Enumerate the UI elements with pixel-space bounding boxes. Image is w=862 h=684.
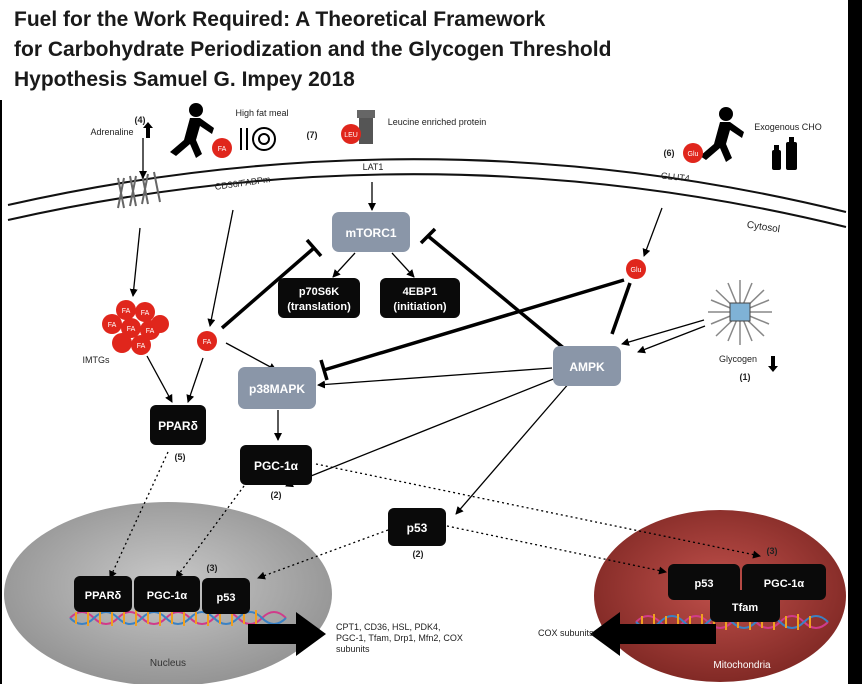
- label-n4: (4): [135, 115, 146, 125]
- imtg-fa-4: FA: [108, 322, 117, 329]
- membrane-outer: [7, 158, 847, 213]
- nuclear-pgc1a-label: PGC-1α: [147, 590, 188, 602]
- imtg-cluster: [102, 300, 169, 355]
- label-n3b: (3): [767, 546, 778, 556]
- pgc1a-node: [240, 445, 312, 485]
- label-n1: (1): [740, 372, 751, 382]
- title-panel: Fuel for the Work Required: A Theoretica…: [0, 0, 848, 100]
- label-n3a: (3): [207, 563, 218, 573]
- label-n2b: (2): [413, 549, 424, 559]
- membrane-inner: [7, 173, 847, 228]
- imtg-fa-6: FA: [137, 343, 146, 350]
- title-line-3: Hypothesis Samuel G. Impey 2018: [14, 68, 355, 91]
- protein-shaker-icon: [357, 110, 375, 144]
- label-genes-3: subunits: [336, 644, 370, 654]
- label-glut4: GLUT4: [660, 171, 690, 184]
- ppard-node: [150, 405, 206, 445]
- p70s6k-node: [278, 278, 360, 318]
- mito-pgc1a-label: PGC-1α: [764, 578, 805, 590]
- inhibition-lines: [220, 227, 632, 381]
- nuclear-p53-label: p53: [217, 592, 236, 604]
- fa-meal-text: FA: [218, 146, 227, 153]
- imtg-fa-1: FA: [122, 308, 131, 315]
- adrenergic-receptor-icon: [117, 171, 161, 209]
- nuclear-ppard-label: PPARδ: [85, 590, 122, 602]
- ampk-node: [553, 346, 621, 386]
- label-imtgs: IMTGs: [83, 355, 110, 365]
- glu-cytosol-marker: [626, 259, 646, 279]
- label-n6: (6): [664, 148, 675, 158]
- label-exogenous-cho: Exogenous CHO: [754, 122, 822, 132]
- glu-exo-text: Glu: [688, 151, 699, 158]
- mito-transcription-arrow: [590, 612, 716, 656]
- glycogenin-core: [729, 302, 751, 322]
- sports-drink-icon: [772, 137, 797, 170]
- label-cox-subunits: COX subunits: [538, 628, 594, 638]
- cutlery-plate-icon: [240, 127, 276, 151]
- mito-p53-label: p53: [695, 578, 714, 590]
- annotation-labels: (4) Adrenaline High fat meal (7) Leucine…: [83, 108, 822, 671]
- mtorc1-node: [332, 212, 410, 252]
- leu-marker: [341, 124, 361, 144]
- dotted-arrows: [109, 451, 761, 580]
- tfam-node: [710, 590, 780, 622]
- 4ebp1-node: [380, 278, 460, 318]
- nuclear-transcription-arrow: [248, 612, 326, 656]
- pgc1a-label: PGC-1α: [254, 459, 299, 473]
- nuclear-pgc1a-node: [134, 576, 200, 612]
- fa-meal-marker: [212, 138, 232, 158]
- label-mitochondria: Mitochondria: [713, 660, 771, 671]
- p53-node: [388, 508, 446, 546]
- imtg-fa-3: FA: [127, 326, 136, 333]
- label-n5: (5): [175, 452, 186, 462]
- ampk-label: AMPK: [569, 360, 605, 374]
- p38mapk-node: [238, 367, 316, 409]
- title-line-1: Fuel for the Work Required: A Theoretica…: [14, 8, 546, 31]
- ppard-label: PPARδ: [158, 419, 198, 433]
- label-n2a: (2): [271, 490, 282, 500]
- glycogen-down-icon: [768, 356, 778, 372]
- leu-text: LEU: [344, 132, 358, 139]
- label-lat1: LAT1: [363, 162, 384, 172]
- fa-cytosol-marker: [197, 331, 217, 351]
- title-line-2: for Carbohydrate Periodization and the G…: [14, 38, 612, 61]
- glu-cytosol-text: Glu: [631, 267, 642, 274]
- runner-icon: [170, 103, 214, 158]
- p53-label: p53: [407, 521, 428, 535]
- label-glycogen: Glycogen: [719, 354, 757, 364]
- label-nucleus: Nucleus: [150, 658, 186, 669]
- label-leucine-protein: Leucine enriched protein: [388, 117, 487, 127]
- label-n7: (7): [307, 130, 318, 140]
- p38mapk-label: p38MAPK: [249, 382, 305, 396]
- imtg-fa-5: FA: [146, 328, 155, 335]
- imtg-fa-2: FA: [141, 310, 150, 317]
- label-genes-2: PGC-1, Tfam, Drp1, Mfn2, COX: [336, 633, 463, 643]
- tfam-label: Tfam: [732, 602, 759, 614]
- p70s6k-sublabel: (translation): [287, 301, 351, 313]
- label-genes-1: CPT1, CD36, HSL, PDK4,: [336, 622, 441, 632]
- 4ebp1-label: 4EBP1: [403, 286, 438, 298]
- label-adrenaline: Adrenaline: [90, 127, 133, 137]
- fa-cytosol-text: FA: [203, 339, 212, 346]
- nuclear-ppard-node: [74, 576, 132, 612]
- adrenaline-up-icon: [143, 122, 153, 138]
- mtorc1-label: mTORC1: [345, 226, 396, 240]
- nuclear-p53-node: [202, 578, 250, 614]
- glu-exo-marker: [683, 143, 703, 163]
- label-cytosol: Cytosol: [746, 220, 781, 236]
- runner-exo-icon: [700, 107, 744, 162]
- 4ebp1-sublabel: (initiation): [393, 301, 446, 313]
- p70s6k-label: p70S6K: [299, 286, 339, 298]
- label-high-fat-meal: High fat meal: [235, 108, 288, 118]
- pathway-arrows: [129, 138, 706, 515]
